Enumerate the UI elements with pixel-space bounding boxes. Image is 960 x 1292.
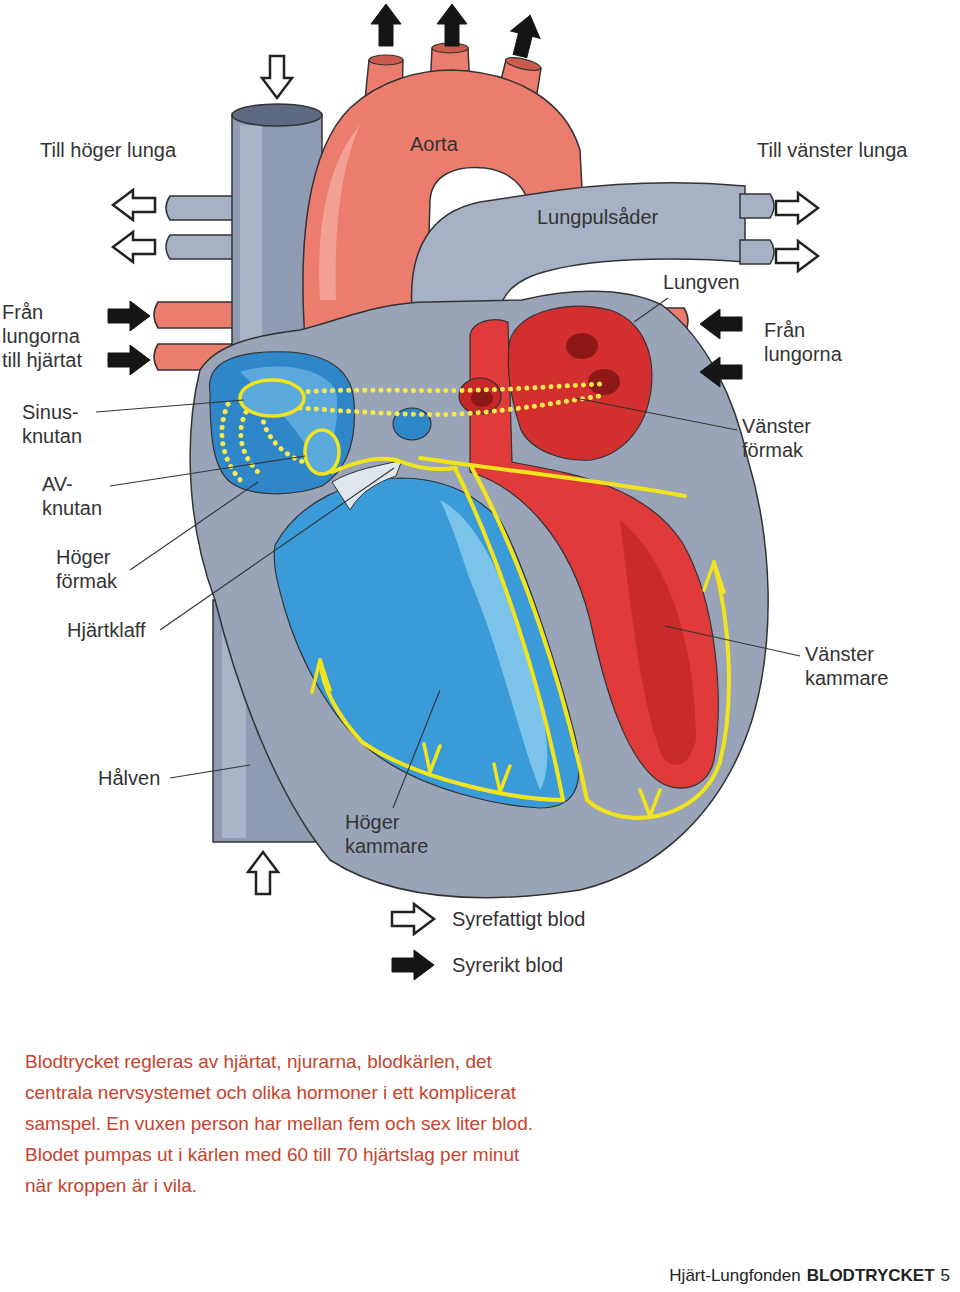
publication-title: BLODTRYCKET bbox=[807, 1266, 935, 1286]
deoxygenated-arrow bbox=[113, 232, 155, 262]
dotted-pathway bbox=[262, 414, 304, 462]
oxygenated-arrow bbox=[700, 309, 742, 339]
aortic-valve-inner bbox=[471, 389, 493, 407]
caption-text: Blodtrycket regleras av hjärtat, njurarn… bbox=[25, 1046, 540, 1201]
part-label: Sinus- knutan bbox=[22, 400, 92, 448]
oxygenated-arrow bbox=[108, 345, 150, 375]
heart-wall bbox=[190, 291, 768, 897]
dotted-pathway bbox=[300, 384, 600, 392]
oxygenated-arrow bbox=[437, 4, 467, 46]
leader-line bbox=[96, 400, 244, 412]
dotted-pathway bbox=[300, 396, 600, 415]
sinus-node bbox=[240, 380, 304, 416]
deoxygenated-arrow bbox=[776, 193, 818, 223]
part-label: Höger förmak bbox=[56, 545, 131, 593]
oxygenated-arrow bbox=[505, 12, 544, 60]
pulmonary-artery-branch bbox=[740, 240, 774, 264]
leader-line bbox=[393, 690, 440, 808]
vein-opening bbox=[566, 333, 598, 359]
leader-line bbox=[170, 765, 250, 778]
dotted-pathway bbox=[241, 412, 262, 476]
leader-line bbox=[110, 456, 305, 486]
aortic-valve bbox=[459, 378, 501, 414]
deoxygenated-arrow bbox=[776, 241, 818, 271]
purkinje-fork bbox=[312, 562, 724, 816]
deoxygenated-arrow bbox=[113, 190, 155, 220]
bundle-branch bbox=[456, 470, 563, 800]
left-atrium bbox=[508, 306, 652, 460]
leader-line bbox=[130, 482, 258, 570]
legend-arrow-filled bbox=[392, 950, 434, 980]
aorta-branch-top bbox=[504, 55, 541, 73]
purkinje-fiber bbox=[587, 562, 729, 818]
page-footer: Hjärt-Lungfonden BLODTRYCKET 5 bbox=[669, 1266, 950, 1286]
left-ventricle-shade bbox=[620, 520, 696, 765]
aorta-highlight bbox=[319, 125, 360, 300]
aorta-branch-top bbox=[369, 55, 403, 65]
leader-line bbox=[160, 468, 394, 630]
oxygenated-arrow bbox=[371, 4, 401, 46]
vessel-label: Aorta bbox=[410, 132, 458, 156]
vessel-label: Lungven bbox=[663, 270, 740, 294]
leader-lines bbox=[96, 298, 800, 808]
pulmonary-artery-branch bbox=[740, 194, 774, 218]
legend-text: Syrerikt blod bbox=[452, 953, 563, 977]
part-label: AV- knutan bbox=[42, 472, 112, 520]
deoxygenated-arrow bbox=[262, 56, 292, 98]
bundle-branch bbox=[472, 468, 587, 800]
conduction-system bbox=[222, 380, 729, 818]
vena-cava-opening bbox=[232, 104, 322, 126]
flow-arrows bbox=[108, 4, 818, 894]
vessel-label: Lungpulsåder bbox=[537, 205, 658, 229]
lung-label: Till höger lunga bbox=[40, 138, 176, 162]
dotted-pathway bbox=[222, 404, 244, 484]
vein-opening bbox=[588, 369, 620, 395]
part-label: Hålven bbox=[98, 766, 160, 790]
leader-line bbox=[634, 298, 668, 322]
part-label: Vänster förmak bbox=[742, 414, 832, 462]
part-label: Hjärtklaff bbox=[67, 618, 146, 642]
flow-label: Från lungorna till hjärtat bbox=[2, 300, 92, 372]
part-label: Höger kammare bbox=[345, 810, 445, 858]
oxygenated-arrow bbox=[700, 357, 742, 387]
legend-arrow-outline bbox=[392, 904, 434, 934]
lung-label: Till vänster lunga bbox=[757, 138, 907, 162]
leader-line bbox=[665, 626, 800, 656]
legend-text: Syrefattigt blod bbox=[452, 907, 585, 931]
part-label: Vänster kammare bbox=[805, 642, 915, 690]
right-ventricle-highlight bbox=[440, 500, 547, 790]
av-node bbox=[305, 430, 339, 474]
publisher-name: Hjärt-Lungfonden bbox=[669, 1266, 800, 1286]
purkinje-fiber bbox=[320, 660, 563, 800]
oxygenated-arrow bbox=[108, 301, 150, 331]
flow-label: Från lungorna bbox=[764, 318, 864, 366]
page-number: 5 bbox=[941, 1266, 950, 1286]
deoxygenated-arrow bbox=[248, 852, 278, 894]
leader-line bbox=[575, 398, 737, 430]
